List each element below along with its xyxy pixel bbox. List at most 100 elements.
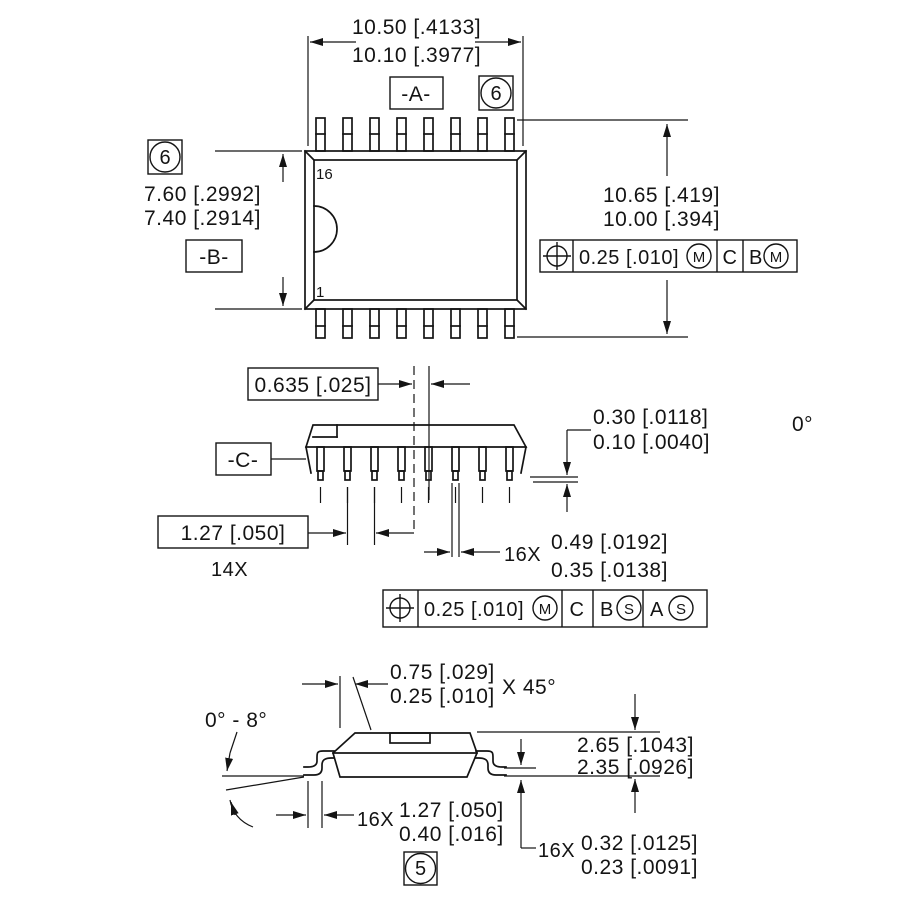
lead-width-count: 16X: [504, 544, 541, 566]
lead-row: [316, 446, 514, 504]
dim-foot-max: 1.27 [.050]: [399, 799, 504, 822]
fcf2-mod1: M: [539, 601, 552, 618]
body-profile: [304, 424, 528, 448]
fcf1-datum2: B: [749, 247, 763, 269]
dim-frame: [157, 515, 309, 549]
feature-control-frame-1: 0.25 [.010] M C B M: [539, 239, 798, 273]
fcf2-datum2: B: [600, 599, 614, 621]
right-lead: [475, 757, 507, 776]
note-5: 5: [415, 858, 426, 880]
pin: [423, 117, 434, 152]
pin: [315, 308, 326, 339]
modifier-circle: [616, 595, 642, 621]
note-flag-box: [147, 139, 183, 175]
dim-body-height-max: 2.65 [.1043]: [577, 734, 694, 757]
top-pin-row: [315, 117, 515, 152]
dim-standoff-min: 0.10 [.0040]: [593, 431, 710, 454]
modifier-circle: [668, 595, 694, 621]
dim-standoff-max: 0.30 [.0118]: [593, 406, 708, 429]
pin: [423, 308, 434, 339]
dim-half-pitch: 0.635 [.025]: [255, 374, 372, 397]
note-6-top: 6: [490, 83, 501, 105]
dim-lead-span-min: 10.00 [.394]: [603, 208, 720, 231]
left-lead: [303, 750, 335, 768]
stray-zero: 0°: [792, 413, 813, 436]
note-flag-box: [403, 851, 438, 886]
datum-a-frame: [389, 76, 444, 110]
dim-pitch: 1.27 [.050]: [181, 522, 286, 545]
fcf1-mod1: M: [693, 249, 706, 266]
pin: [450, 117, 461, 152]
note-flag-circle: [404, 852, 437, 885]
modifier-circle: [763, 243, 789, 269]
lead: [397, 446, 406, 504]
lead-angle-range: 0° - 8°: [205, 709, 267, 732]
pin16-label: 16: [316, 166, 333, 183]
pin: [504, 308, 515, 339]
lead: [505, 446, 514, 504]
fcf1-mod2: M: [770, 249, 783, 266]
note-flag-box: [478, 75, 514, 111]
dim-lead-width-min: 0.35 [.0138]: [551, 559, 668, 582]
dim-lead-span-max: 10.65 [.419]: [603, 184, 720, 207]
pin1-index-notch: [313, 205, 338, 253]
feature-control-frame-2: 0.25 [.010] M C B S A S: [382, 589, 708, 628]
dim-chamfer-max: 0.75 [.029]: [390, 661, 495, 684]
pin: [315, 117, 326, 152]
pin1-label: 1: [316, 284, 324, 301]
datum-b-frame: [185, 239, 243, 273]
thickness-count: 16X: [538, 840, 575, 862]
pin: [477, 308, 488, 339]
pin: [369, 117, 380, 152]
note-6-left: 6: [159, 147, 170, 169]
angle-arc: [229, 799, 254, 828]
package-body-inner: [313, 159, 518, 301]
note-flag-circle: [480, 77, 512, 109]
right-lead: [475, 750, 507, 768]
top-view: 10.50 [.4133] 10.10 [.3977] -A- 6 16 1: [144, 16, 798, 339]
pin: [369, 308, 380, 339]
chamfer-angle: X 45°: [502, 676, 556, 699]
modifier-circle: [686, 243, 712, 269]
dim-body-width-min: 10.10 [.3977]: [352, 44, 481, 67]
index-mark: [389, 732, 431, 744]
dim-body-height-min: 7.40 [.2914]: [144, 207, 261, 230]
left-lead: [303, 757, 335, 776]
lead: [316, 446, 325, 504]
pin: [342, 308, 353, 339]
dim-body-height-min: 2.35 [.0926]: [577, 756, 694, 779]
fcf2-datum3: A: [650, 599, 664, 621]
dim-thickness-min: 0.23 [.0091]: [581, 856, 698, 879]
fcf2-mod2: S: [624, 601, 634, 618]
lead: [478, 446, 487, 504]
dim-lead-width-max: 0.49 [.0192]: [551, 531, 668, 554]
pin: [396, 308, 407, 339]
side-view: 0.635 [.025] -C- 0.30 [.0118] 0.10 [.004…: [157, 366, 813, 628]
end-view: 0.75 [.029] 0.25 [.010] X 45° 0° - 8° 2.…: [205, 661, 698, 886]
pin: [504, 117, 515, 152]
pin: [450, 308, 461, 339]
pitch-count: 14X: [211, 559, 248, 581]
note-flag-circle: [149, 141, 181, 173]
dim-chamfer-min: 0.25 [.010]: [390, 685, 495, 708]
dim-thickness-max: 0.32 [.0125]: [581, 832, 698, 855]
datum-a-label: -A-: [401, 83, 431, 106]
fcf1-datum1: C: [723, 247, 738, 269]
package-body-outline: [304, 150, 527, 310]
fcf2-mod3: S: [676, 601, 686, 618]
bottom-pin-row: [315, 308, 515, 339]
datum-b-label: -B-: [199, 246, 229, 269]
datum-c-label: -C-: [228, 449, 259, 472]
lead: [451, 446, 460, 504]
dim-foot-min: 0.40 [.016]: [399, 823, 504, 846]
foot-count: 16X: [357, 809, 394, 831]
body-end-profile: [332, 732, 478, 778]
dim-body-height-max: 7.60 [.2992]: [144, 183, 261, 206]
fcf2-datum1: C: [570, 599, 585, 621]
pin: [396, 117, 407, 152]
dim-body-width-max: 10.50 [.4133]: [352, 16, 481, 39]
fcf2-tolerance: 0.25 [.010]: [424, 599, 524, 621]
fcf1-tolerance: 0.25 [.010]: [579, 247, 679, 269]
